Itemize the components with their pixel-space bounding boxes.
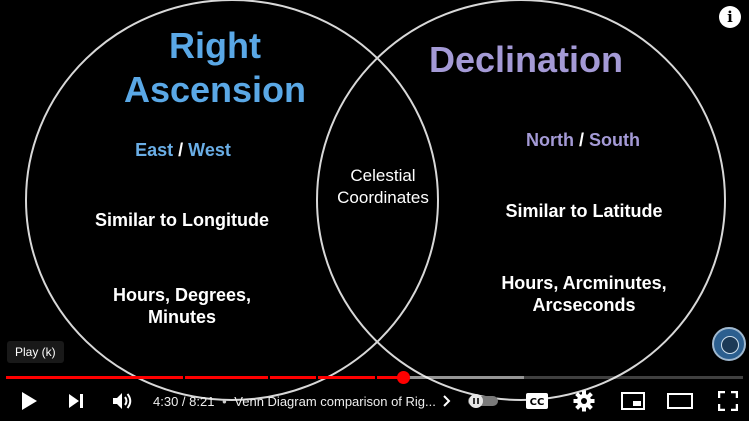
chapter-marker xyxy=(315,376,318,379)
left-direction-east: East xyxy=(135,140,174,160)
player-controls: 4:30 / 8:21 • Venn Diagram comparison of… xyxy=(0,381,749,421)
right-heading: Declination xyxy=(428,39,624,80)
duration: 8:21 xyxy=(189,394,215,409)
chapter-title[interactable]: Venn Diagram comparison of Rig... xyxy=(234,394,436,409)
played-range xyxy=(6,376,404,379)
miniplayer-button[interactable] xyxy=(618,381,648,421)
right-units-line2: Arcseconds xyxy=(532,295,636,315)
autoplay-toggle-icon xyxy=(468,394,498,408)
left-circle xyxy=(25,0,439,401)
right-circle xyxy=(316,0,726,401)
settings-button[interactable] xyxy=(569,381,599,421)
center-line2: Coordinates xyxy=(337,188,429,207)
captions-button[interactable]: CC xyxy=(522,381,552,421)
left-units-line2: Minutes xyxy=(147,307,216,327)
miniplayer-icon xyxy=(621,392,645,410)
right-directions: North / South xyxy=(500,130,666,151)
channel-watermark[interactable] xyxy=(712,327,746,361)
center-line1: Celestial xyxy=(350,166,416,185)
theater-mode-button[interactable] xyxy=(664,381,696,421)
right-direction-south: South xyxy=(589,130,640,150)
left-heading-line2: Ascension xyxy=(123,69,307,110)
settings-icon xyxy=(573,390,595,412)
current-time: 4:30 xyxy=(153,394,179,409)
right-units: Hours, Arcminutes, Arcseconds xyxy=(474,272,694,316)
play-tooltip: Play (k) xyxy=(7,341,64,363)
time-display: 4:30 / 8:21 • Venn Diagram comparison of… xyxy=(153,394,436,409)
chapter-marker xyxy=(182,376,185,379)
scrubber-handle[interactable] xyxy=(397,371,411,384)
captions-icon: CC xyxy=(526,393,548,409)
next-button[interactable] xyxy=(62,381,90,421)
chapter-marker xyxy=(374,376,377,379)
play-icon xyxy=(22,392,37,410)
right-units-line1: Hours, Arcminutes, xyxy=(501,273,667,293)
chapter-marker xyxy=(267,376,270,379)
left-heading-line1: Right xyxy=(169,25,261,66)
chevron-right-icon xyxy=(443,395,451,407)
chapter-chevron-button[interactable] xyxy=(440,381,454,421)
info-icon[interactable]: i xyxy=(719,6,741,28)
progress-bar[interactable] xyxy=(6,371,743,384)
mute-button[interactable] xyxy=(109,381,137,421)
time-separator: / xyxy=(178,394,190,409)
fullscreen-icon xyxy=(718,391,738,411)
left-units-line1: Hours, Degrees, xyxy=(112,285,252,305)
theater-icon xyxy=(667,393,693,409)
svg-text:CC: CC xyxy=(530,397,545,408)
left-heading: Right Ascension xyxy=(100,24,330,112)
play-button[interactable] xyxy=(14,381,44,421)
title-separator: • xyxy=(222,394,227,409)
next-icon xyxy=(69,394,83,408)
right-direction-north: North xyxy=(525,130,574,150)
left-similar: Similar to Longitude xyxy=(95,210,269,230)
center-label: Celestial Coordinates xyxy=(323,165,443,209)
left-units: Hours, Degrees, Minutes xyxy=(72,284,292,328)
right-direction-sep: / xyxy=(573,130,589,150)
autoplay-toggle[interactable] xyxy=(465,381,501,421)
left-direction-west: West xyxy=(188,140,231,160)
volume-icon xyxy=(113,393,132,409)
fullscreen-button[interactable] xyxy=(713,381,743,421)
right-similar: Similar to Latitude xyxy=(505,201,663,221)
left-directions: East / West xyxy=(100,140,266,161)
left-direction-sep: / xyxy=(173,140,189,160)
